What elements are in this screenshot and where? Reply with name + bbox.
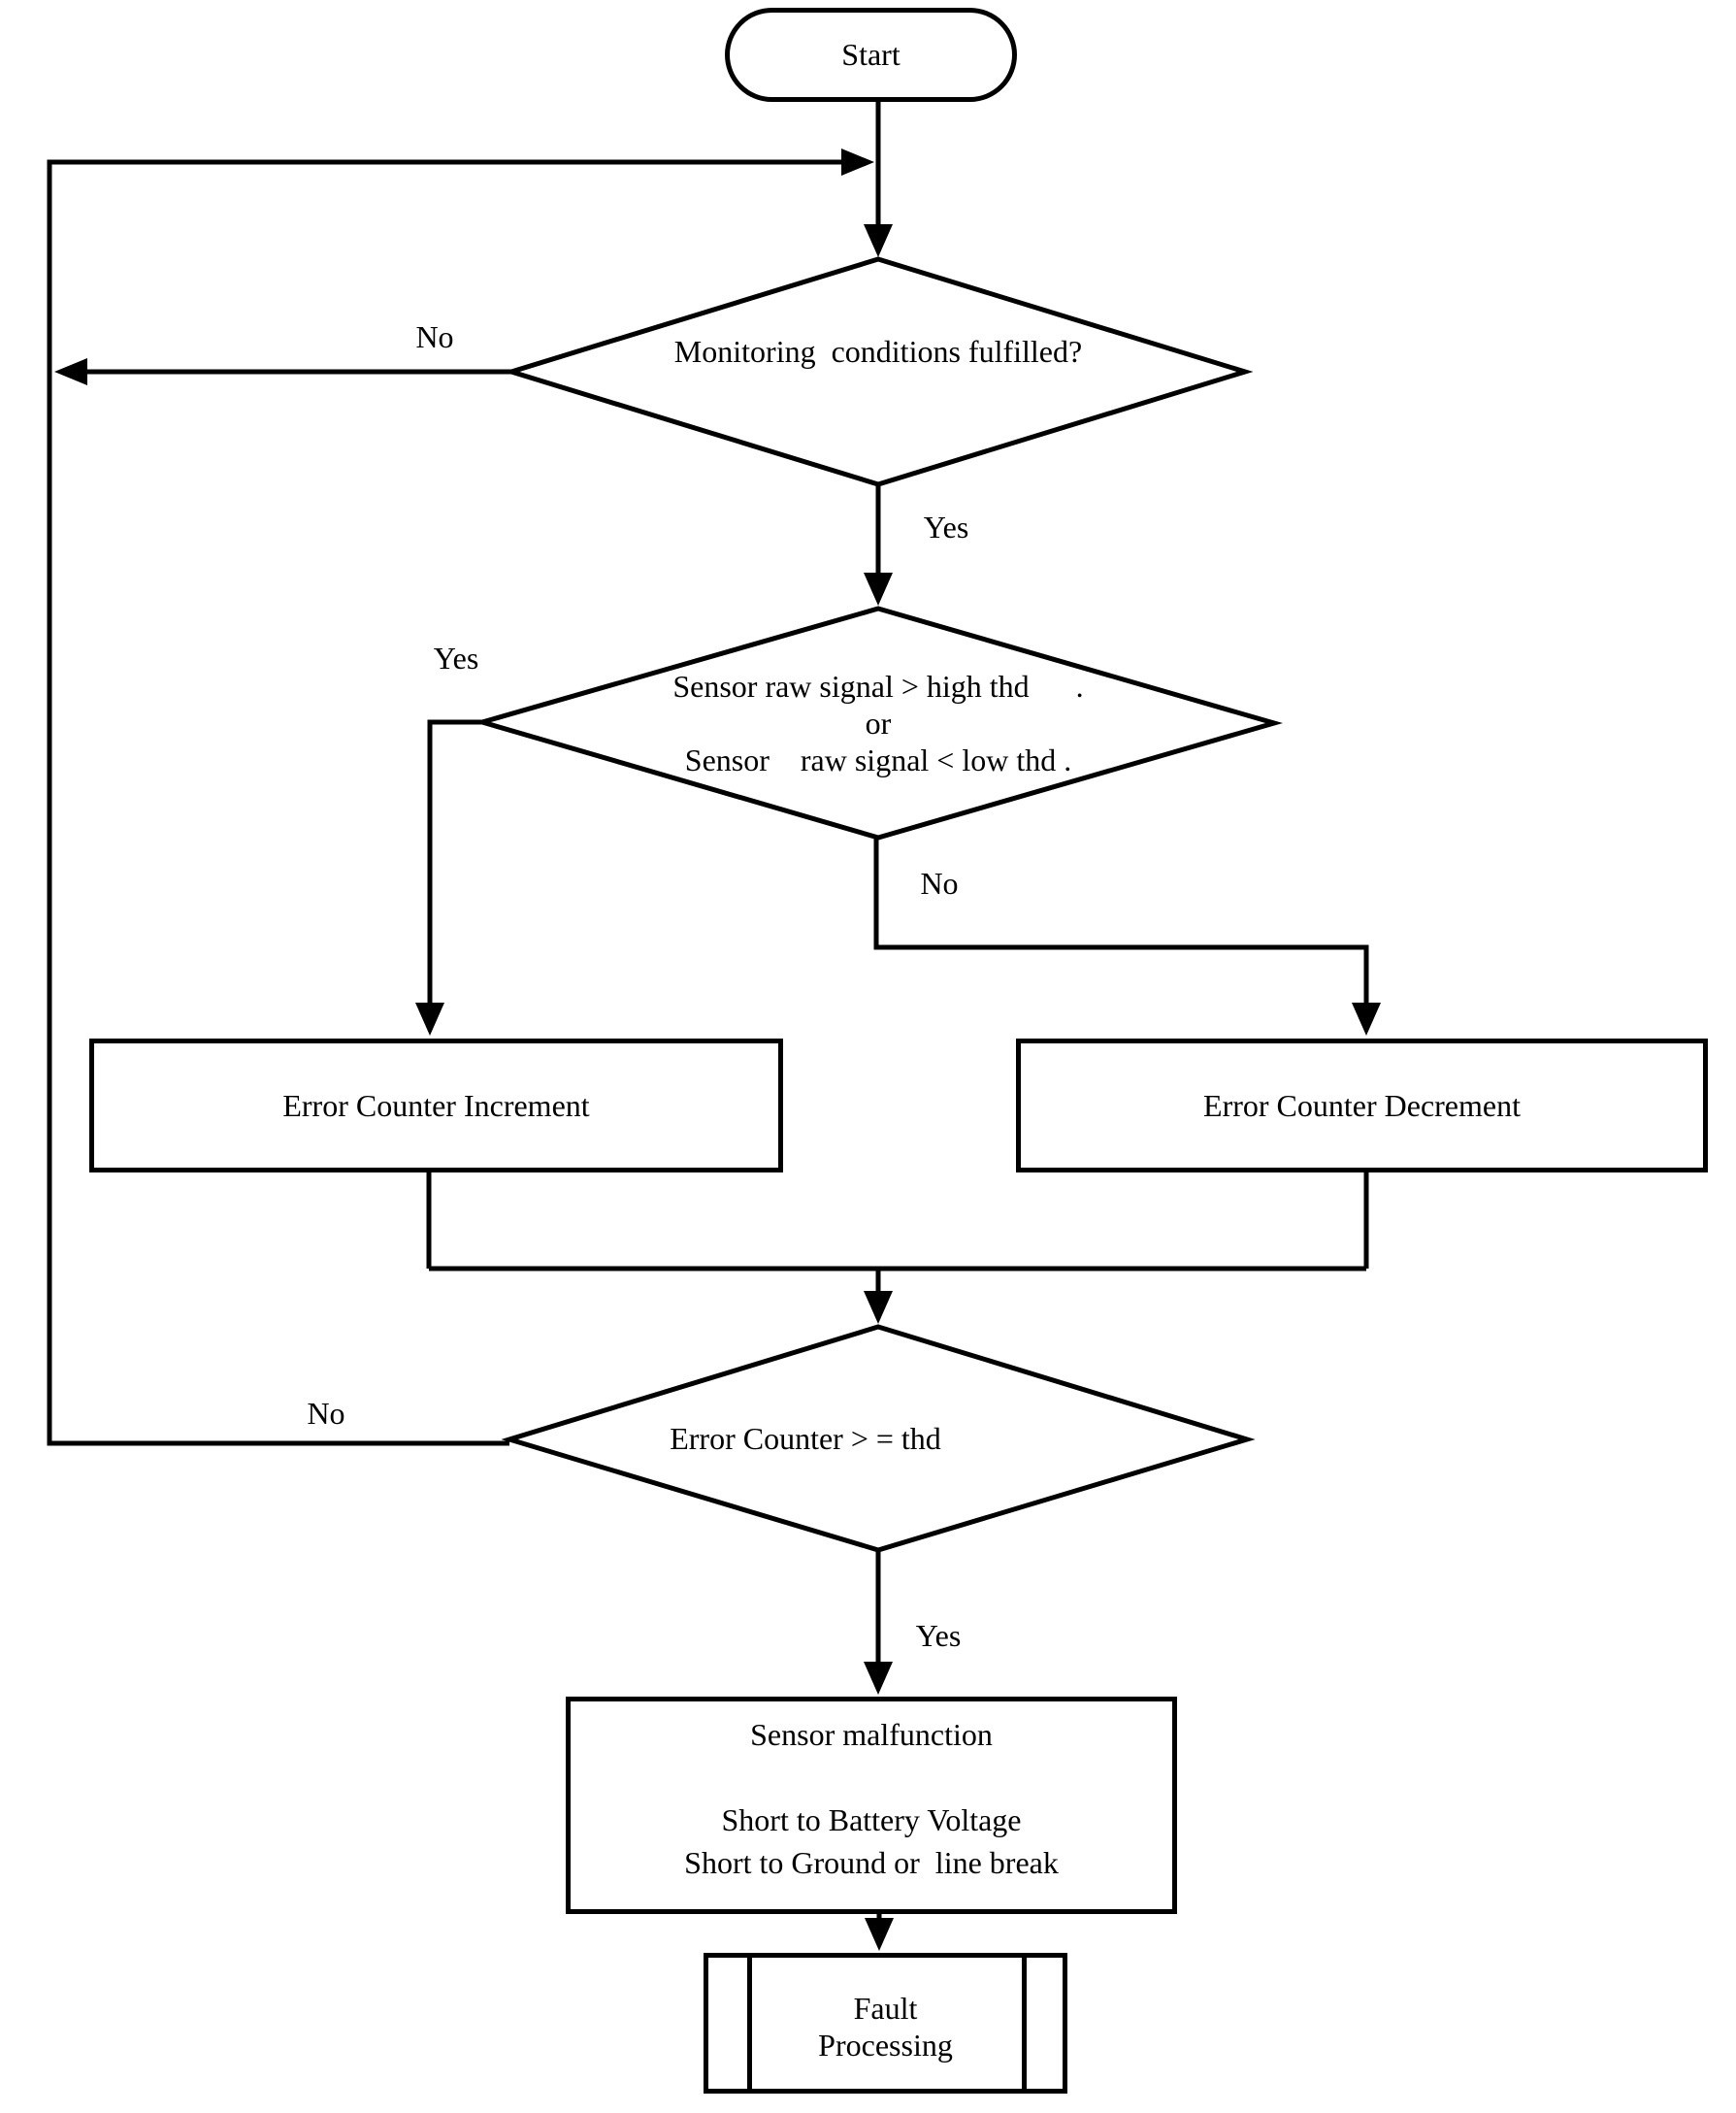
decision2-diamond-shape xyxy=(474,606,1283,841)
arrowhead-left-decision1-no-icon xyxy=(54,358,87,385)
start-label: Start xyxy=(841,37,901,72)
decision3-diamond-shape xyxy=(501,1324,1256,1553)
arrowhead-down-into-decrement-icon xyxy=(1352,1003,1381,1036)
arrowhead-down-into-decision3-icon xyxy=(864,1291,893,1324)
fault-left-bar xyxy=(747,1958,752,2089)
arrowhead-down-into-increment-icon xyxy=(415,1003,444,1036)
process-error-counter-decrement: Error Counter Decrement xyxy=(1016,1039,1708,1172)
arrowhead-down-into-decision2-icon xyxy=(864,573,893,606)
fault-right-bar xyxy=(1022,1958,1027,2089)
decision2-sensor-raw-signal: Sensor raw signal > high thd . or Sensor… xyxy=(672,669,1084,777)
predefined-process-fault-processing: Fault Processing xyxy=(704,1953,1067,2094)
arrowhead-down-into-fault-icon xyxy=(865,1918,894,1951)
label-decision1-yes: Yes xyxy=(923,510,969,545)
decision3-error-counter-threshold: Error Counter > = thd xyxy=(670,1421,941,1456)
fault-processing-label: Fault Processing xyxy=(818,1990,953,2063)
label-decision1-no: No xyxy=(415,319,454,354)
start-terminator: Start xyxy=(725,8,1017,102)
arrowhead-right-loop-junction-icon xyxy=(841,149,874,176)
decision1-monitoring-conditions: Monitoring conditions fulfilled? xyxy=(673,334,1083,369)
connector-decision2-no xyxy=(873,838,1369,1004)
arrowhead-down-into-decision1-icon xyxy=(864,224,893,257)
process-error-counter-increment: Error Counter Increment xyxy=(89,1039,783,1172)
label-decision3-no: No xyxy=(307,1396,345,1431)
connector-decision2-yes xyxy=(427,719,482,1004)
arrowhead-down-into-malfunction-icon xyxy=(864,1662,893,1695)
label-decision2-no: No xyxy=(920,866,959,901)
process-sensor-malfunction: Sensor malfunction Short to Battery Volt… xyxy=(566,1697,1177,1914)
label-decision3-yes: Yes xyxy=(915,1618,962,1653)
decision1-diamond-shape xyxy=(503,256,1254,487)
label-decision2-yes: Yes xyxy=(433,641,479,676)
connector-return-loop xyxy=(47,159,846,1446)
